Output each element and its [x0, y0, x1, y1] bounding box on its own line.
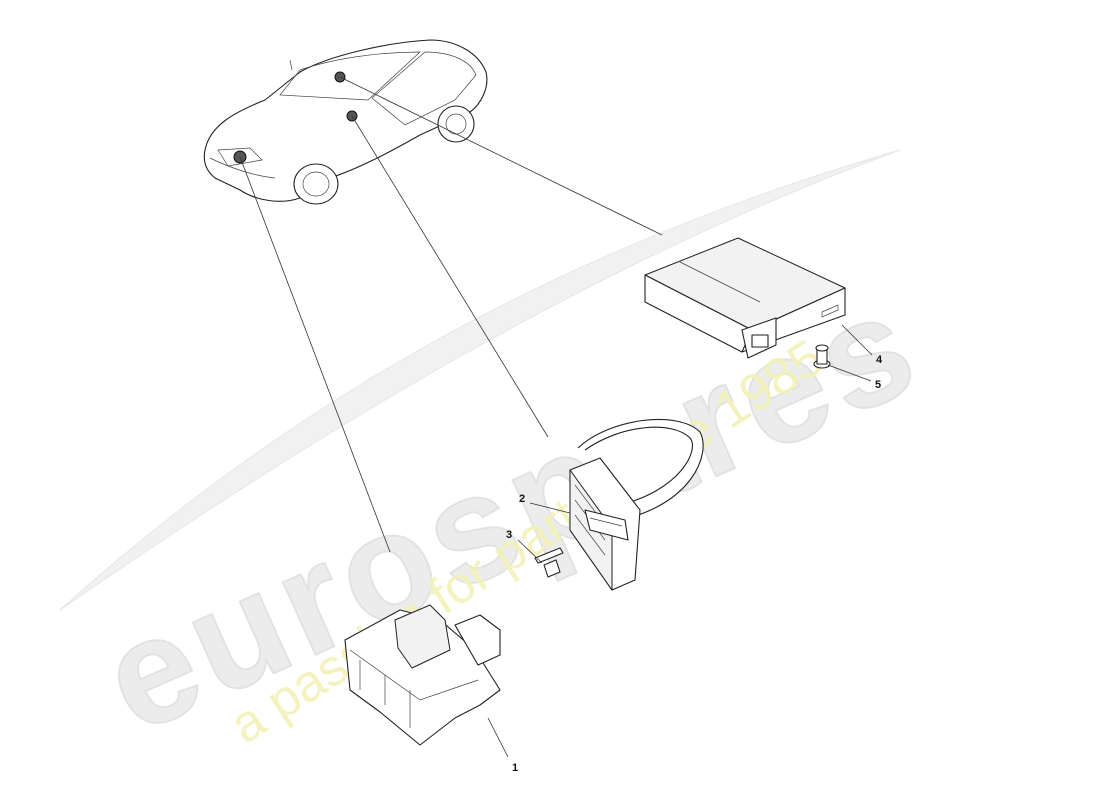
callout-5: 5: [875, 379, 881, 391]
bolt-icon: [813, 344, 831, 369]
leader-lines: [239, 76, 663, 553]
vehicle-outline-icon: [203, 39, 488, 205]
harness-connector-icon: [569, 418, 704, 591]
callout-3: 3: [506, 529, 512, 541]
callout-4: 4: [876, 354, 883, 366]
callouts: 1 2 3 4 5: [506, 354, 883, 774]
watermark-swoosh: [59, 149, 901, 611]
callout-leaders: [487, 324, 873, 758]
watermark-brand: eurospares: [80, 257, 942, 764]
watermark: eurospares a passion for parts since 198…: [59, 149, 943, 765]
callout-1: 1: [512, 762, 518, 774]
mounting-bracket-icon: [344, 604, 501, 746]
screw-icon: [534, 547, 564, 578]
control-module-icon: [644, 237, 846, 359]
callout-2: 2: [519, 493, 525, 505]
